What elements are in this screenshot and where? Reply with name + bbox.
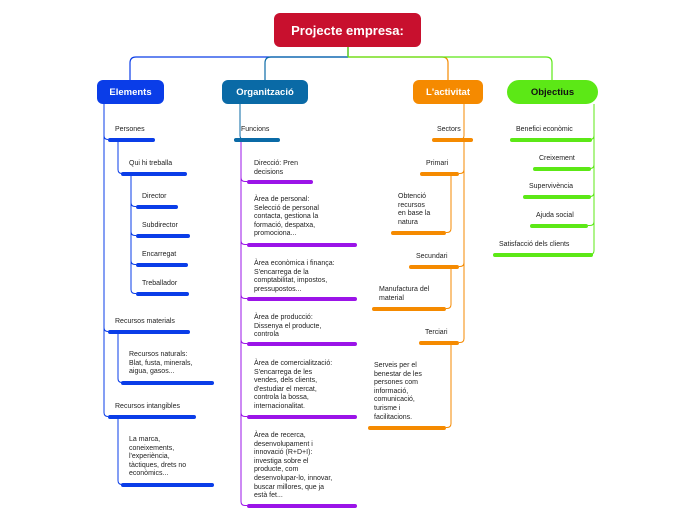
topic-elements-0[interactable]: Persones [115, 126, 145, 133]
connector-activitat-6 [446, 344, 452, 428]
topic-underline-organitzacio-4 [247, 342, 357, 346]
topic-elements-4[interactable]: Encarregat [142, 251, 177, 258]
connector-elements-2 [130, 175, 136, 207]
connector-elements-0 [103, 104, 109, 140]
topic-activitat-1[interactable]: Primari [426, 160, 449, 167]
topic-underline-activitat-6 [368, 426, 446, 430]
connector-activitat-2 [446, 175, 452, 233]
topic-elements-3[interactable]: Subdirector [142, 222, 178, 229]
connector-activitat-4 [446, 268, 452, 309]
topic-elements-8[interactable]: Recursos intangibles [115, 403, 180, 410]
topic-underline-elements-2 [136, 205, 178, 209]
connector-organitzacio-1 [240, 141, 247, 182]
connector-objectius-0 [589, 104, 595, 140]
topic-objectius-2[interactable]: Supervivència [529, 183, 573, 190]
topic-activitat-3[interactable]: Secundari [416, 253, 448, 260]
topic-underline-objectius-1 [533, 167, 591, 171]
root-connector-elements [129, 47, 349, 80]
topic-underline-activitat-1 [420, 172, 459, 176]
topic-organitzacio-4[interactable]: Àrea de producció: Dissenya el producte,… [254, 314, 322, 339]
connector-organitzacio-2 [240, 141, 247, 245]
branch-elements[interactable]: Elements [97, 80, 164, 104]
topic-underline-objectius-2 [523, 195, 591, 199]
root-connector-objectius [347, 47, 553, 80]
topic-underline-elements-8 [108, 415, 196, 419]
connector-activitat-0 [459, 104, 473, 140]
topic-organitzacio-6[interactable]: Àrea de recerca, desenvolupament i innov… [254, 432, 333, 500]
topic-activitat-2[interactable]: Obtenció recursos en base la natura [398, 193, 431, 226]
topic-activitat-5[interactable]: Terciari [425, 329, 448, 336]
topic-elements-1[interactable]: Qui hi treballa [129, 160, 173, 167]
connector-activitat-3 [459, 141, 465, 267]
branch-activitat[interactable]: L'activitat [413, 80, 483, 104]
topic-underline-elements-7 [121, 381, 214, 385]
connector-organitzacio-3 [240, 141, 247, 299]
connector-organitzacio-4 [240, 141, 247, 344]
connector-elements-4 [130, 175, 136, 265]
topic-organitzacio-5[interactable]: Àrea de comercialització: S'encarrega de… [254, 360, 333, 410]
topic-activitat-6[interactable]: Serveis per el benestar de les persones … [374, 362, 422, 421]
topic-underline-activitat-4 [372, 307, 446, 311]
topic-underline-elements-1 [121, 172, 187, 176]
connector-objectius-4 [589, 104, 595, 255]
connector-elements-7 [117, 333, 123, 383]
connector-elements-8 [103, 104, 109, 417]
topic-elements-7[interactable]: Recursos naturals: Blat, fusta, minerals… [129, 351, 193, 376]
topic-underline-organitzacio-3 [247, 297, 357, 301]
topic-underline-elements-0 [108, 138, 155, 142]
topic-objectius-3[interactable]: Ajuda social [536, 212, 574, 219]
topic-underline-organitzacio-0 [234, 138, 280, 142]
topic-underline-elements-3 [136, 234, 190, 238]
topic-underline-organitzacio-1 [247, 180, 313, 184]
branch-organitzacio[interactable]: Organització [222, 80, 308, 104]
topic-organitzacio-2[interactable]: Àrea de personal: Selecció de personal c… [254, 196, 319, 238]
topic-objectius-4[interactable]: Satisfacció dels clients [499, 241, 570, 248]
topic-organitzacio-3[interactable]: Àrea econòmica i finança: S'encarrega de… [254, 260, 335, 293]
topic-activitat-4[interactable]: Manufactura del material [379, 286, 430, 302]
branch-activitat-label: L'activitat [426, 86, 470, 98]
topic-underline-objectius-4 [493, 253, 593, 257]
topic-elements-2[interactable]: Director [142, 193, 167, 200]
connector-objectius-2 [589, 104, 595, 197]
topic-elements-6[interactable]: Recursos materials [115, 318, 175, 325]
topic-underline-activitat-5 [419, 341, 459, 345]
branch-objectius[interactable]: Objectius [507, 80, 598, 104]
topic-underline-elements-6 [108, 330, 190, 334]
topic-activitat-0[interactable]: Sectors [437, 126, 461, 133]
branch-objectius-label: Objectius [530, 86, 575, 98]
branch-elements-label: Elements [109, 86, 152, 98]
topic-underline-elements-5 [136, 292, 189, 296]
topic-underline-elements-9 [121, 483, 214, 487]
connector-elements-1 [117, 141, 123, 174]
topic-objectius-0[interactable]: Benefici econòmic [516, 126, 573, 133]
connector-objectius-3 [588, 104, 595, 226]
topic-elements-5[interactable]: Treballador [142, 280, 178, 287]
topic-underline-organitzacio-6 [247, 504, 357, 508]
root-topic[interactable]: Projecte empresa: [274, 13, 421, 47]
root-topic-label: Projecte empresa: [291, 22, 404, 38]
topic-underline-objectius-3 [530, 224, 588, 228]
topic-underline-activitat-2 [391, 231, 446, 235]
topic-underline-elements-4 [136, 263, 188, 267]
connector-activitat-1 [459, 141, 465, 174]
connector-elements-5 [130, 175, 136, 294]
connector-organitzacio-6 [240, 141, 247, 506]
topic-underline-organitzacio-2 [247, 243, 357, 247]
connector-activitat-5 [459, 141, 465, 343]
topic-underline-organitzacio-5 [247, 415, 357, 419]
topic-underline-activitat-3 [409, 265, 459, 269]
topic-underline-activitat-0 [432, 138, 473, 142]
topic-objectius-1[interactable]: Creixement [539, 155, 575, 162]
connector-objectius-1 [589, 104, 595, 169]
topic-elements-9[interactable]: La marca, coneixements, l'experiència, t… [129, 436, 187, 478]
topic-organitzacio-0[interactable]: Funcions [241, 126, 270, 133]
topic-organitzacio-1[interactable]: Direcció: Pren decisions [254, 160, 298, 176]
root-connector-activitat [347, 47, 449, 80]
root-connector-organitzacio [264, 47, 349, 80]
branch-organitzacio-label: Organització [236, 86, 294, 98]
connector-elements-9 [117, 418, 123, 485]
topic-underline-objectius-0 [510, 138, 592, 142]
